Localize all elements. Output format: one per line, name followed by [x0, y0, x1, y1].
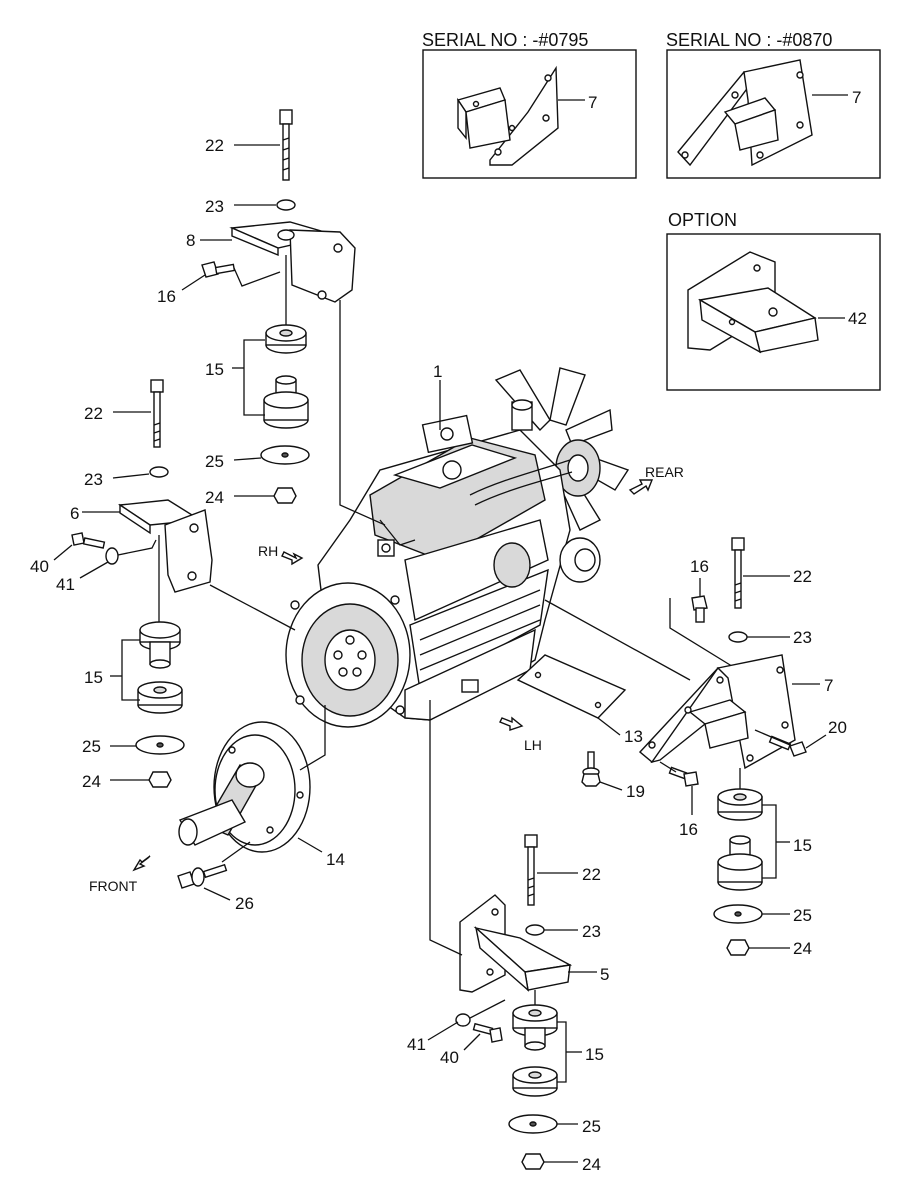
right-washer-callout: 23: [793, 628, 812, 647]
left-cushion-callout: 15: [84, 668, 103, 687]
left-plate-callout: 25: [82, 737, 101, 756]
rear-label: REAR: [645, 464, 684, 480]
right-washer-23: [728, 631, 748, 643]
bottom-washer-23: [525, 924, 545, 936]
top-nut-24: [273, 487, 297, 504]
left-nut-24: [148, 771, 172, 788]
inset-serial-0870: SERIAL NO : -#0870 7: [666, 30, 881, 179]
inset-serial-0795-callout: 7: [588, 93, 597, 112]
inset-serial-0870-header: SERIAL NO : -#0870: [666, 30, 832, 50]
top-mount-assembly: 22 23 8 16: [157, 109, 356, 507]
bottom-cushion-15: [512, 1004, 558, 1097]
right-cushion-callout: 15: [793, 836, 812, 855]
right-bolt-22: [731, 537, 745, 609]
left-cushion-15: [137, 621, 183, 714]
right-cushion-15: [717, 788, 763, 891]
bracket-42-option: [687, 251, 819, 354]
left-bolt-22: [150, 379, 164, 448]
oil-pan-bolt-callout: 19: [626, 782, 645, 801]
bottom-side-bolt-callout: 40: [440, 1048, 459, 1067]
top-nut-callout: 24: [205, 488, 224, 507]
rh-arrow-icon: [281, 551, 304, 566]
right-mount-assembly: 16 22 23 7: [638, 537, 847, 958]
engine-assembly: [285, 367, 630, 728]
front-arrow-icon: [132, 855, 151, 872]
bottom-side-washer-41: [455, 1013, 471, 1027]
left-bracket-6: [117, 499, 213, 593]
right-bracket-callout: 7: [824, 676, 833, 695]
right-bolt-top-16: [691, 595, 708, 623]
lh-direction: LH: [499, 716, 542, 753]
top-bracket-callout: 8: [186, 231, 195, 250]
top-side-bolt-callout: 16: [157, 287, 176, 306]
left-bolt-callout: 22: [84, 404, 103, 423]
top-washer-23: [276, 199, 296, 211]
left-side-washer-41: [105, 547, 119, 565]
front-label: FRONT: [89, 878, 138, 894]
inset-serial-0795: SERIAL NO : -#0795 7: [422, 30, 637, 179]
top-bracket-8: [229, 221, 356, 303]
inset-option-header: OPTION: [668, 210, 737, 230]
bottom-plate-callout: 25: [582, 1117, 601, 1136]
lh-arrow-icon: [499, 716, 524, 731]
bottom-bracket-callout: 5: [600, 965, 609, 984]
left-washer-callout: 23: [84, 470, 103, 489]
top-side-bolt-16: [201, 261, 236, 278]
right-bolt-top-callout: 16: [690, 557, 709, 576]
right-bolt-bottom-callout: 16: [679, 820, 698, 839]
left-nut-callout: 24: [82, 772, 101, 791]
right-bolt-callout: 22: [793, 567, 812, 586]
cooling-fan: [494, 367, 630, 531]
engine-callout: 1: [433, 362, 442, 381]
left-side-bolt-callout: 40: [30, 557, 49, 576]
right-nut-24: [726, 939, 750, 956]
top-bolt-22: [279, 109, 293, 181]
bottom-bolt-callout: 22: [582, 865, 601, 884]
inset-serial-0870-callout: 7: [852, 88, 861, 107]
inset-option: OPTION 42: [666, 210, 881, 391]
coupling-callout: 14: [326, 850, 345, 869]
rear-arrow-icon: [628, 479, 654, 495]
top-bolt-callout: 22: [205, 136, 224, 155]
rh-label: RH: [258, 543, 278, 559]
right-side-bolt-20: [768, 735, 807, 757]
top-cushion-15: [263, 324, 309, 429]
coupling-14: [178, 721, 311, 853]
oil-pan-plate-13: [516, 654, 627, 719]
left-washer-23: [149, 466, 169, 478]
rh-direction: RH: [258, 543, 304, 566]
right-bracket-7: [638, 654, 796, 770]
coupling-bolt-26: [177, 863, 228, 889]
bottom-side-washer-callout: 41: [407, 1035, 426, 1054]
inset-option-callout: 42: [848, 309, 867, 328]
right-plate-callout: 25: [793, 906, 812, 925]
rear-direction: REAR: [628, 464, 684, 495]
top-washer-callout: 23: [205, 197, 224, 216]
coupling-bolt-callout: 26: [235, 894, 254, 913]
right-nut-callout: 24: [793, 939, 812, 958]
left-side-washer-callout: 41: [56, 575, 75, 594]
front-direction: FRONT: [89, 855, 151, 894]
bracket-7-variant-a: [456, 65, 559, 166]
lh-label: LH: [524, 737, 542, 753]
left-side-bolt-40: [71, 532, 106, 549]
top-plate-callout: 25: [205, 452, 224, 471]
bottom-side-bolt-40: [472, 1022, 503, 1043]
bracket-7-variant-b: [677, 59, 813, 167]
bottom-mount-assembly: 22 23 5 41 40: [407, 834, 609, 1174]
right-side-bolt-callout: 20: [828, 718, 847, 737]
bottom-bracket-5: [459, 894, 573, 993]
oil-pan-bolt-19: [581, 751, 601, 787]
bottom-bolt-22: [524, 834, 538, 906]
inset-serial-0795-header: SERIAL NO : -#0795: [422, 30, 588, 50]
left-bracket-callout: 6: [70, 504, 79, 523]
bottom-cushion-callout: 15: [585, 1045, 604, 1064]
bottom-washer-callout: 23: [582, 922, 601, 941]
left-mount-assembly: 22 23 6 40 41: [30, 379, 213, 791]
bottom-nut-callout: 24: [582, 1155, 601, 1174]
bottom-nut-24: [521, 1153, 545, 1170]
oil-pan-plate-callout: 13: [624, 727, 643, 746]
top-cushion-callout: 15: [205, 360, 224, 379]
